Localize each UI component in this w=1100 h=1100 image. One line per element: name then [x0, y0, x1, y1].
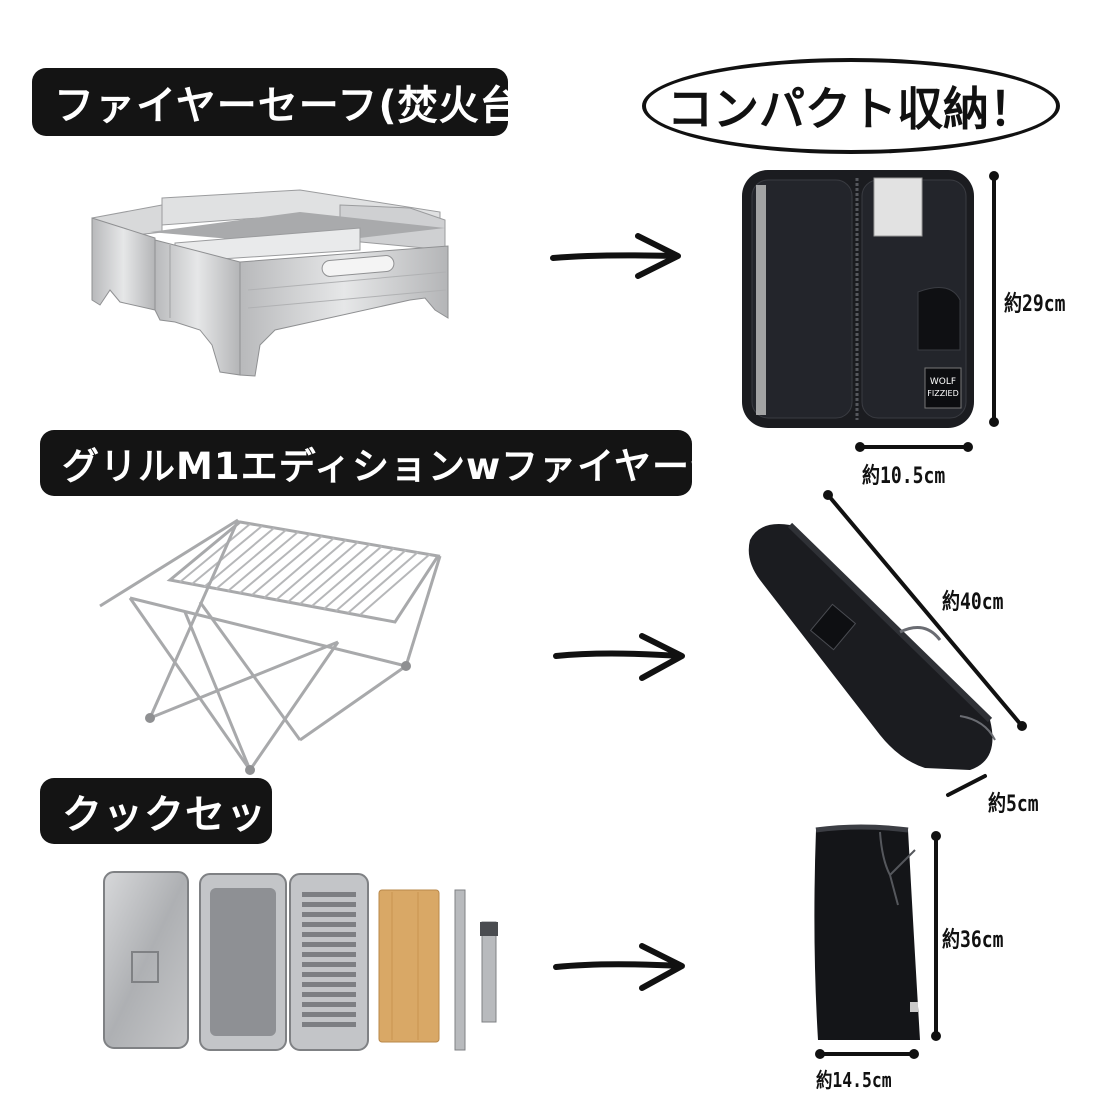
headline-compact-storage: コンパクト収納！: [642, 58, 1060, 154]
dim-firesafe-width: 約10.5cm: [862, 464, 946, 489]
dim-cook-width: 約14.5cm: [816, 1068, 892, 1092]
section-label-firesafe: ファイヤーセーフ(焚火台): [32, 68, 539, 136]
dim-cook-height: 約36cm: [942, 928, 1004, 953]
dim-grill-diameter: 約5cm: [988, 792, 1039, 817]
dim-grill-length: 約40cm: [942, 590, 1004, 615]
section-label-cookset: クックセット: [40, 778, 307, 844]
section-label-grill: グリルM1エディションwファイヤーセット: [40, 430, 803, 496]
dim-firesafe-height: 約29cm: [1004, 292, 1066, 317]
case-brand-sub: FIZZIED: [927, 389, 959, 398]
case-brand-label: WOLF: [930, 377, 956, 387]
